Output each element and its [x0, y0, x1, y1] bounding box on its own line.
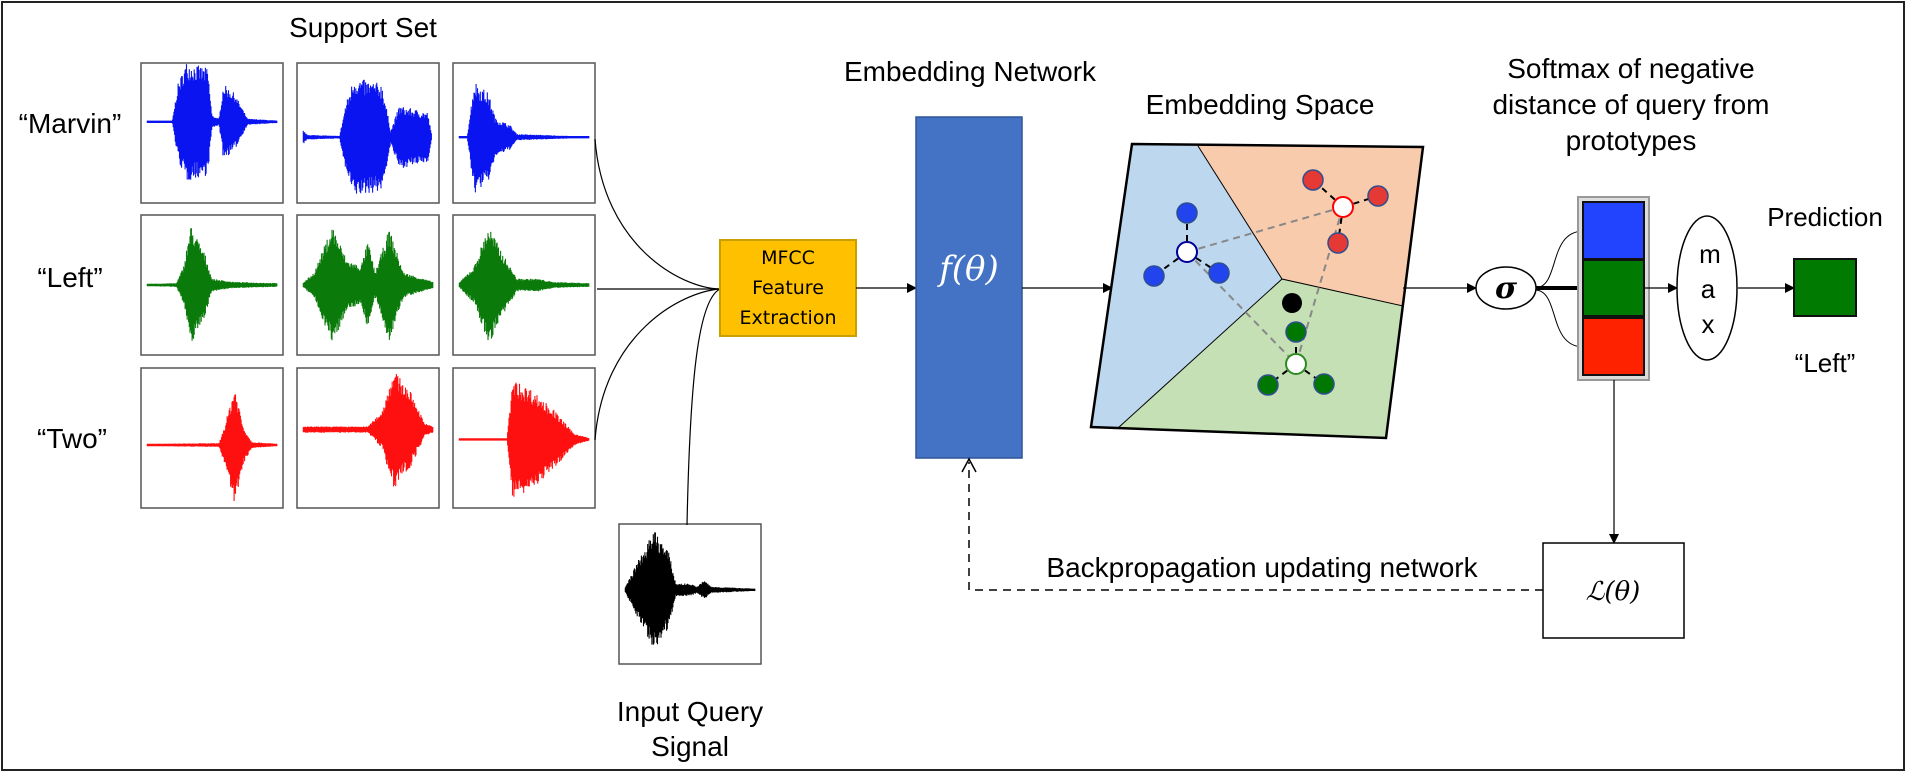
- backprop-arrowhead-icon: [961, 457, 977, 473]
- prototype-marvin: [1176, 241, 1198, 263]
- embedding-network-title: Embedding Network: [844, 56, 1097, 87]
- mfcc-label-line2: Feature: [752, 277, 824, 299]
- support-point-left: [1313, 373, 1335, 395]
- sigma-symbol: σ: [1495, 271, 1518, 306]
- max-node: [1676, 215, 1738, 361]
- prediction-box: [1793, 258, 1857, 317]
- waveform-marvin-1: [146, 64, 278, 180]
- region-two: [1198, 146, 1423, 306]
- waveform-left-3: [458, 231, 590, 341]
- support-point-two: [1302, 169, 1324, 191]
- class-label-left: “Left”: [37, 262, 102, 293]
- softmax-title-line1: Softmax of negative: [1507, 53, 1754, 84]
- waveform-two-1: [146, 394, 278, 501]
- distance-line: [1186, 206, 1344, 253]
- waveform-marvin-1-frame: [140, 62, 284, 204]
- max-letter-m: m: [1699, 239, 1721, 269]
- max-letter-a: a: [1701, 274, 1716, 304]
- embedding-network-box: [915, 116, 1023, 459]
- region-marvin: [1091, 144, 1282, 428]
- connector-query: [686, 288, 721, 526]
- distance-line: [1186, 251, 1297, 365]
- embedding-space-plot: [1089, 142, 1425, 440]
- softmax-title-line3: prototypes: [1566, 125, 1697, 156]
- waveform-left-2: [302, 229, 434, 341]
- loss-label: ℒ(θ): [1586, 577, 1641, 607]
- connector-marvin: [594, 138, 721, 290]
- waveform-left-1: [146, 228, 278, 341]
- waveform-two-1-frame: [140, 367, 284, 509]
- waveform-marvin-3: [458, 84, 590, 193]
- prototype-two: [1332, 196, 1354, 218]
- backprop-dashed-arrow: [968, 462, 1543, 591]
- softmax-link: [1535, 289, 1584, 348]
- softmax-link: [1535, 230, 1584, 289]
- boundary-line: [1117, 278, 1283, 429]
- class-label-marvin: “Marvin”: [19, 108, 122, 139]
- embedding-space-title: Embedding Space: [1146, 89, 1375, 120]
- support-point-two: [1327, 232, 1349, 254]
- prediction-label: “Left”: [1795, 348, 1856, 378]
- support-point-marvin: [1143, 265, 1165, 287]
- prediction-title: Prediction: [1767, 202, 1883, 232]
- max-letter-x: x: [1702, 309, 1715, 339]
- support-point-left: [1257, 374, 1279, 396]
- support-point-marvin: [1176, 202, 1198, 224]
- support-point-left: [1285, 321, 1307, 343]
- waveform-two-2: [302, 374, 434, 487]
- connector-two: [594, 288, 721, 441]
- support-set-title: Support Set: [289, 12, 437, 43]
- softmax-output-left: [1582, 259, 1645, 317]
- softmax-output-two: [1582, 317, 1645, 376]
- softmax-output-marvin: [1582, 201, 1645, 260]
- waveform-grid: [140, 62, 762, 665]
- query-label-line1: Input Query: [617, 696, 763, 727]
- waveform-marvin-2: [302, 79, 432, 194]
- network-function-label: f(θ): [936, 249, 999, 289]
- softmax-title-line2: distance of query from: [1492, 89, 1769, 120]
- query-label-line2: Signal: [651, 731, 729, 762]
- query-point: [1282, 293, 1302, 313]
- loss-box: [1542, 542, 1685, 639]
- embedding-space-border: [1089, 142, 1425, 440]
- support-connectors: [594, 138, 721, 526]
- mfcc-label-line3: Extraction: [740, 307, 837, 329]
- support-point-two: [1367, 185, 1389, 207]
- backprop-label: Backpropagation updating network: [1046, 552, 1478, 583]
- mfcc-feature-extraction-box: [719, 239, 857, 337]
- waveform-query: [624, 532, 756, 645]
- mfcc-label-line1: MFCC: [761, 247, 815, 269]
- support-point-marvin: [1208, 262, 1230, 284]
- prototype-left: [1285, 353, 1307, 375]
- waveform-two-3: [458, 382, 590, 497]
- class-label-two: “Two”: [37, 423, 107, 454]
- region-left: [1118, 279, 1403, 438]
